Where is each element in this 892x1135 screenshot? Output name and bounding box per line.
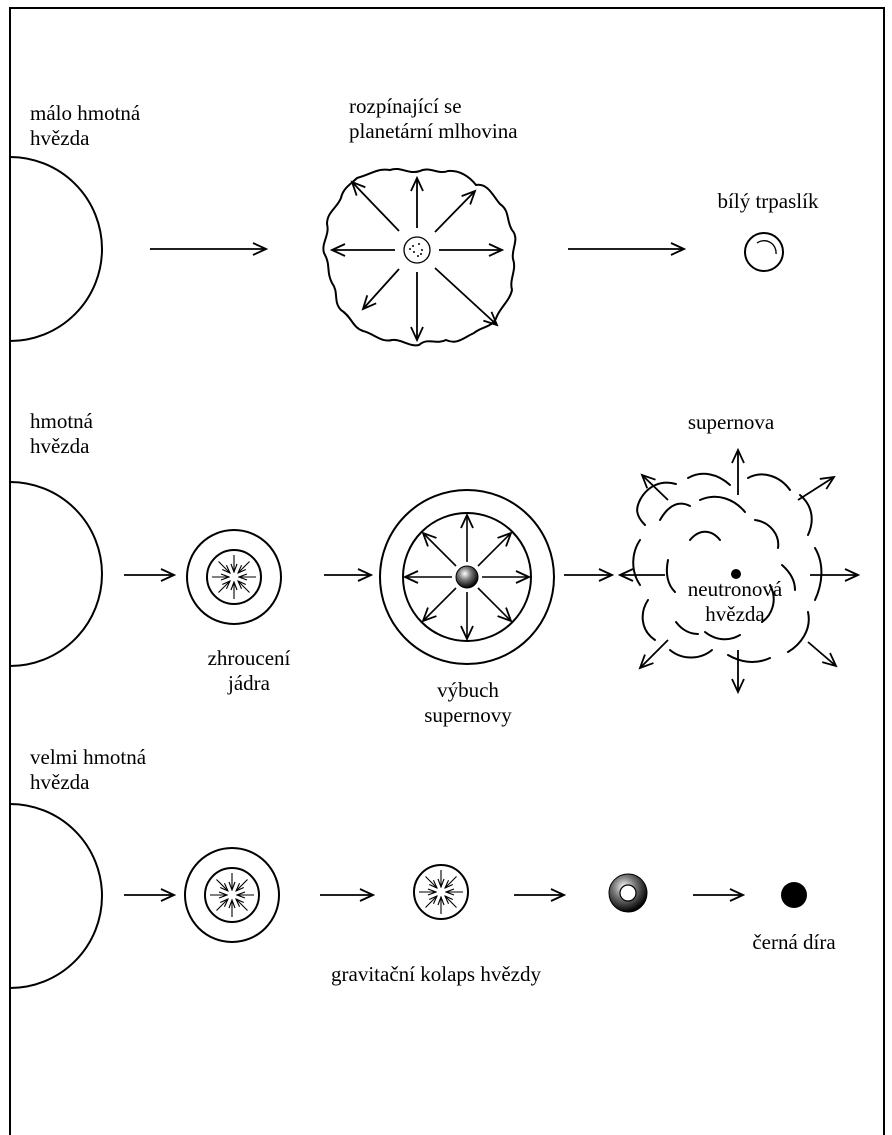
supernova-label: supernova <box>687 410 775 434</box>
diagram-frame <box>9 7 885 1135</box>
low-mass-star <box>9 156 103 342</box>
low-mass-star-label: málo hmotná hvězda <box>30 101 141 150</box>
very-massive-star <box>9 803 103 989</box>
white-dwarf <box>744 232 784 272</box>
neutron-star-label: neutronová hvězda <box>687 577 783 626</box>
white-dwarf-label: bílý trpaslík <box>717 189 819 213</box>
supernova-remnant <box>620 450 858 692</box>
supernova-explosion-label: výbuch supernovy <box>424 678 512 727</box>
core-collapse-label: zhroucení jádra <box>207 646 291 695</box>
gravitational-collapse-label: gravitační kolaps hvězdy <box>331 962 541 986</box>
expanding-nebula-label: rozpínající se planetární mlhovina <box>349 94 518 143</box>
black-hole-label: černá díra <box>752 930 836 954</box>
collapsing-star-stage-3 <box>608 873 648 913</box>
neutron-star-dot <box>731 569 741 579</box>
massive-star-label: hmotná hvězda <box>30 409 93 458</box>
core-collapse-star <box>186 529 282 625</box>
black-hole <box>781 882 807 908</box>
collapsing-star-stage-2 <box>414 865 468 919</box>
collapsing-star-stage-1 <box>184 847 280 943</box>
very-massive-star-label: velmi hmotná hvězda <box>30 745 147 794</box>
massive-star <box>9 481 103 667</box>
supernova-explosion-star <box>379 489 555 665</box>
planetary-nebula <box>322 168 517 347</box>
